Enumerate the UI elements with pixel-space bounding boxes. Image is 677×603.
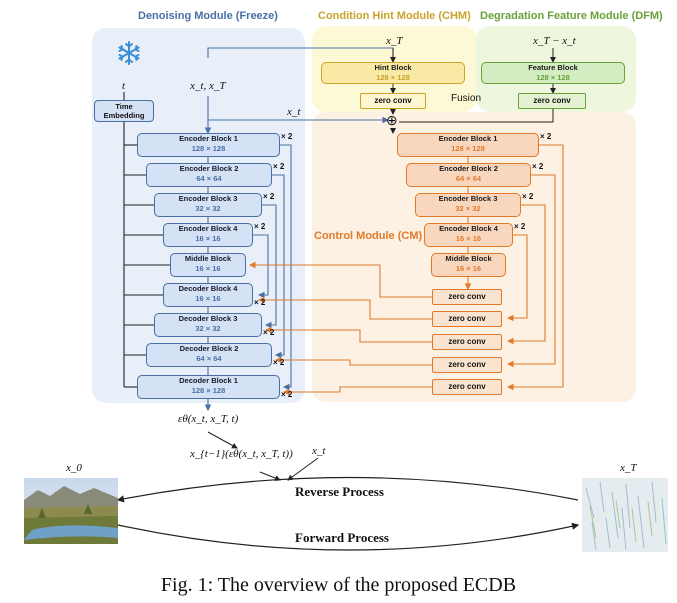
control-middle-block: Middle Block 16 × 16 (431, 253, 506, 277)
denoise-encoder-block-4: Encoder Block 4 16 × 16 (163, 223, 253, 247)
forward-process-label: Forward Process (295, 530, 389, 545)
denoise-encoder-block-2: Encoder Block 2 64 × 64 (146, 163, 272, 187)
feature-block: Feature Block 128 × 128 (481, 62, 625, 84)
block-size: 16 × 16 (455, 264, 482, 273)
block-size: 16 × 16 (195, 294, 221, 303)
xT-label: x_T (620, 462, 637, 474)
repeat-label: × 2 (522, 192, 534, 201)
t-input-label: t (122, 80, 126, 92)
block-name: Encoder Block 3 (178, 194, 238, 203)
cm-zero-conv-4: zero conv (432, 357, 502, 373)
xt-bottom-label: x_t (312, 445, 326, 457)
fusion-sum-icon: ⊕ (386, 112, 398, 128)
block-size: 128 × 128 (191, 386, 226, 395)
hint-block: Hint Block 128 × 128 (321, 62, 465, 84)
xT-hint-input-label: x_T (386, 35, 403, 47)
repeat-label: × 2 (540, 132, 552, 141)
repeat-label: × 2 (273, 358, 285, 367)
epsilon-output-label: εθ(x_t, x_T, t) (178, 413, 239, 425)
cm-zero-conv-2: zero conv (432, 311, 502, 327)
xT-minus-xt-label: x_T − x_t (533, 35, 576, 47)
noisy-image (582, 478, 668, 552)
repeat-label: × 2 (263, 192, 275, 201)
repeat-label: × 2 (273, 162, 285, 171)
repeat-label: × 2 (254, 222, 266, 231)
block-size: 16 × 16 (195, 234, 221, 243)
denoise-decoder-block-4: Decoder Block 4 16 × 16 (163, 283, 253, 307)
block-name: Encoder Block 1 (438, 134, 498, 143)
cm-zero-conv-3: zero conv (432, 334, 502, 350)
denoise-middle-block: Middle Block 16 × 16 (170, 253, 246, 277)
block-name: Middle Block (445, 254, 492, 263)
fusion-label: Fusion (451, 93, 482, 104)
repeat-label: × 2 (263, 328, 275, 337)
cm-zero-conv-5: zero conv (432, 379, 502, 395)
block-name: Decoder Block 2 (179, 344, 239, 353)
block-size: 32 × 32 (195, 204, 221, 213)
xt-to-fusion-label: x_t (287, 106, 301, 118)
repeat-label: × 2 (281, 132, 293, 141)
degradation-feature-module-title: Degradation Feature Module (DFM) (480, 10, 663, 22)
condition-hint-module-title: Condition Hint Module (CHM) (318, 10, 471, 22)
block-size: 128 × 128 (451, 144, 485, 153)
xt-xT-input-label: x_t, x_T (190, 80, 226, 92)
block-name: Encoder Block 3 (438, 194, 498, 203)
denoise-encoder-block-1: Encoder Block 1 128 × 128 (137, 133, 280, 157)
block-name: Feature Block (528, 63, 578, 72)
denoise-decoder-block-3: Decoder Block 3 32 × 32 (154, 313, 262, 337)
block-size: 128 × 128 (536, 73, 570, 82)
block-size: 16 × 16 (195, 264, 221, 273)
block-size: 128 × 128 (191, 144, 226, 153)
block-name: Middle Block (184, 254, 232, 263)
block-size: 64 × 64 (196, 354, 222, 363)
block-size: 128 × 128 (376, 73, 410, 82)
control-encoder-block-3: Encoder Block 3 32 × 32 (415, 193, 521, 217)
denoise-encoder-block-3: Encoder Block 3 32 × 32 (154, 193, 262, 217)
repeat-label: × 2 (532, 162, 544, 171)
snowflake-icon (118, 41, 140, 65)
block-name: Encoder Block 1 (179, 134, 238, 143)
feature-zero-conv: zero conv (518, 93, 586, 109)
control-encoder-block-4: Encoder Block 4 16 × 16 (424, 223, 513, 247)
block-size: 64 × 64 (455, 174, 482, 183)
block-name: Hint Block (374, 63, 412, 72)
repeat-label: × 2 (514, 222, 526, 231)
block-name: Encoder Block 2 (179, 164, 239, 173)
x-prev-label: x_{t−1}(εθ(x_t, x_T, t)) (190, 448, 293, 460)
figure-caption: Fig. 1: The overview of the proposed ECD… (160, 574, 517, 596)
block-name: Decoder Block 4 (178, 284, 238, 293)
denoise-decoder-block-2: Decoder Block 2 64 × 64 (146, 343, 272, 367)
control-encoder-block-2: Encoder Block 2 64 × 64 (406, 163, 531, 187)
block-size: 64 × 64 (196, 174, 222, 183)
block-name: Decoder Block 1 (179, 376, 238, 385)
block-name: Decoder Block 3 (178, 314, 238, 323)
repeat-label: × 2 (281, 390, 293, 399)
block-name: Encoder Block 4 (439, 224, 498, 233)
block-name: Encoder Block 2 (439, 164, 498, 173)
control-module-title: Control Module (CM) (314, 230, 423, 242)
block-size: 32 × 32 (455, 204, 481, 213)
denoise-decoder-block-1: Decoder Block 1 128 × 128 (137, 375, 280, 399)
block-size: 16 × 16 (455, 234, 482, 243)
x0-label: x_0 (66, 462, 82, 474)
time-embedding-block: Time Embedding (94, 100, 154, 122)
block-name: Encoder Block 4 (178, 224, 238, 233)
repeat-label: × 2 (254, 298, 266, 307)
hint-zero-conv: zero conv (360, 93, 426, 109)
clean-landscape-image (24, 478, 118, 544)
reverse-process-label: Reverse Process (295, 484, 384, 499)
control-encoder-block-1: Encoder Block 1 128 × 128 (397, 133, 539, 157)
denoising-module-title: Denoising Module (Freeze) (138, 10, 278, 22)
cm-zero-conv-1: zero conv (432, 289, 502, 305)
block-size: 32 × 32 (195, 324, 221, 333)
